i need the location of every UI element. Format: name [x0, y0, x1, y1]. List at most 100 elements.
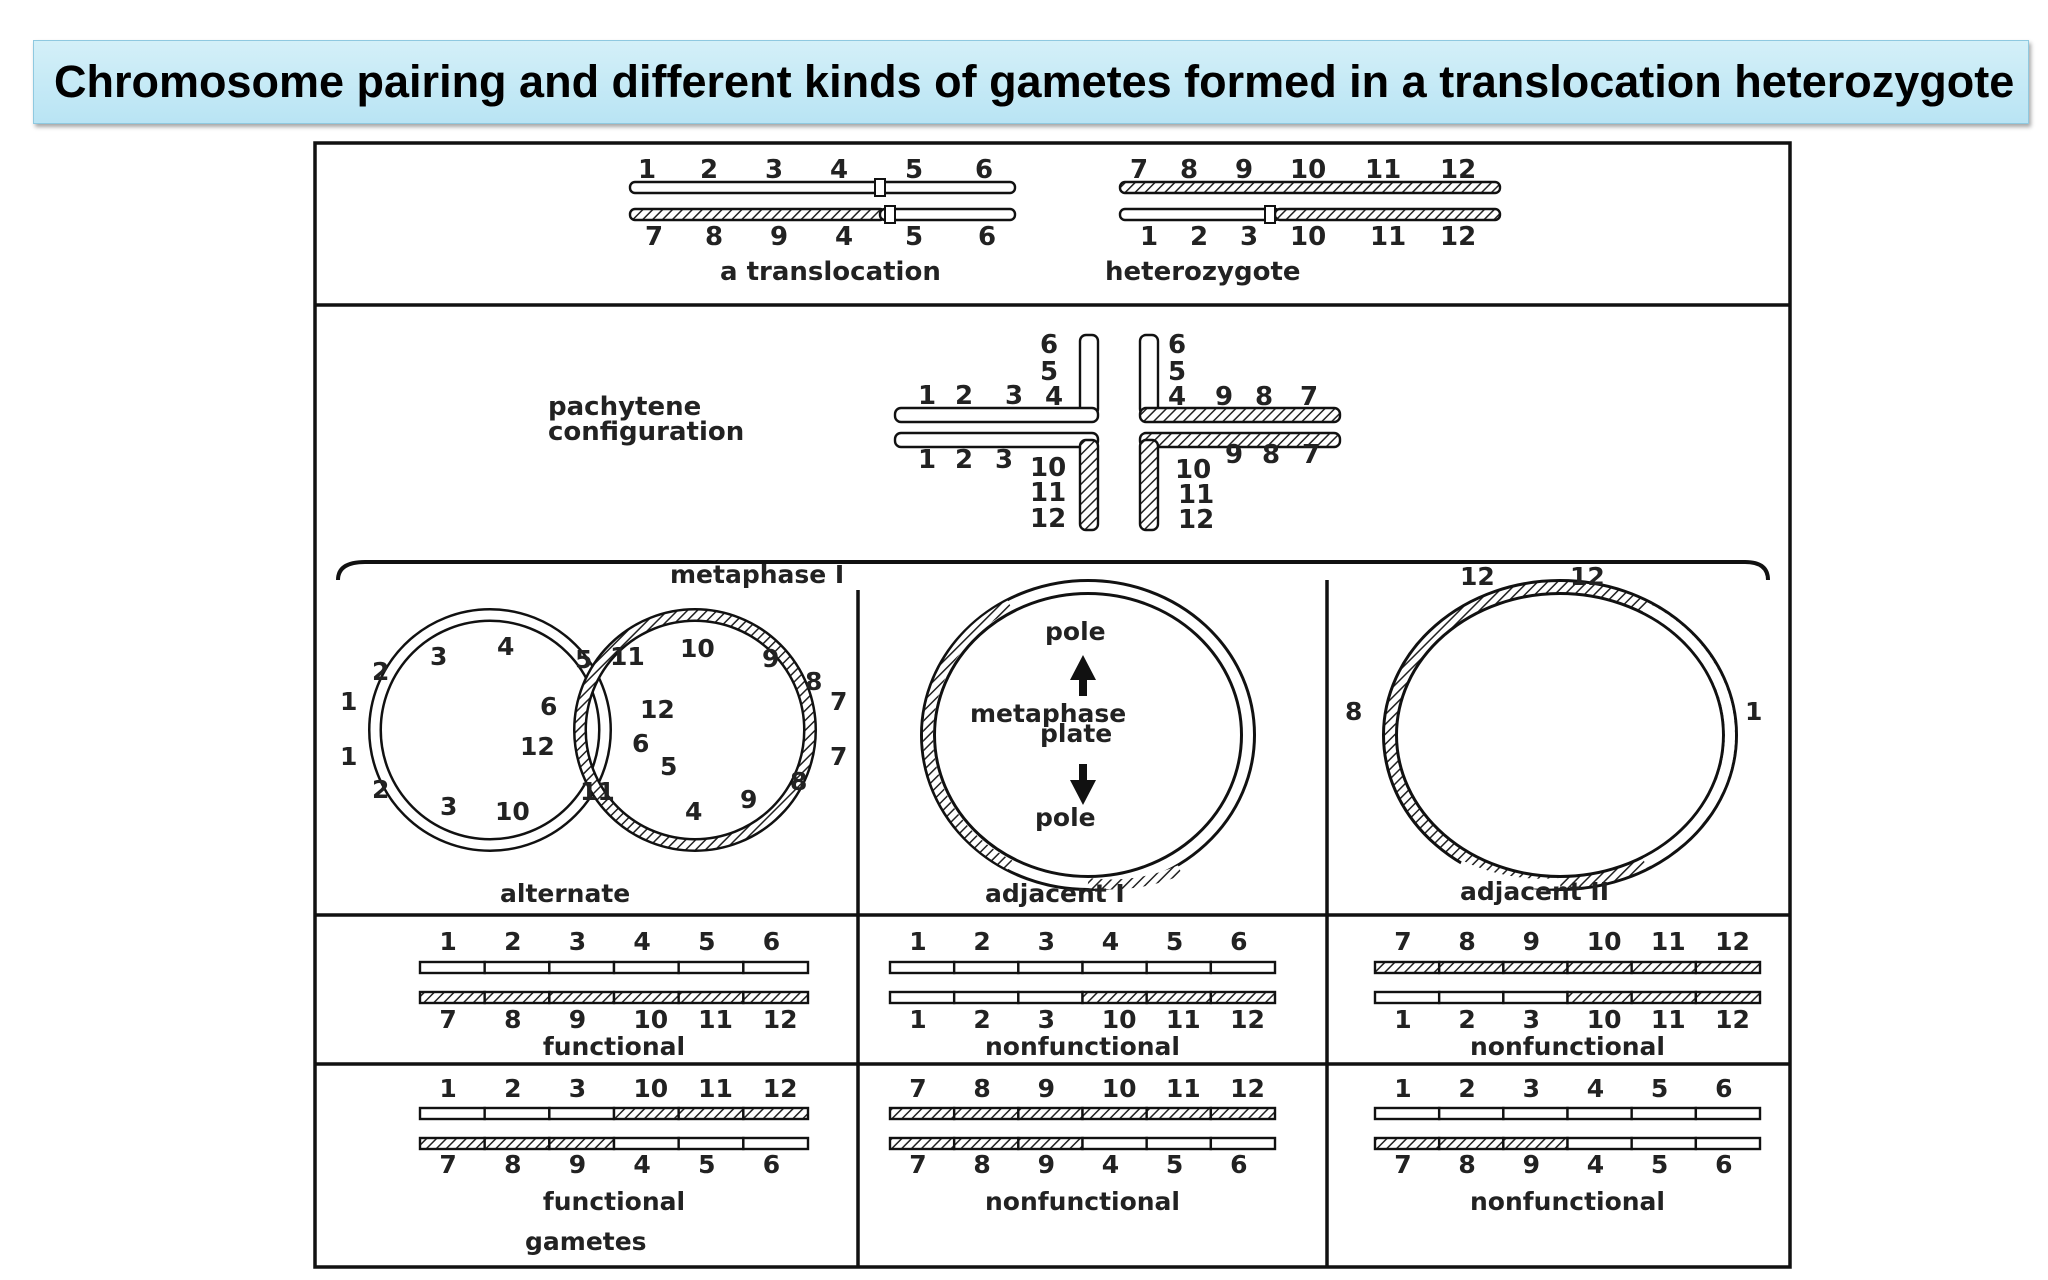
het-bot2-1: 1	[1140, 222, 1158, 252]
alt-7b: 7	[830, 742, 847, 771]
gamete-gene-label: 11	[1651, 927, 1686, 956]
adj2-12b: 12	[1570, 562, 1605, 591]
gamete-gene-label: 9	[1523, 927, 1540, 956]
gamete-gene-label: 3	[1038, 1005, 1055, 1034]
het-top-4: 4	[830, 155, 848, 185]
alt-4a: 4	[497, 632, 514, 661]
gamete-segment	[1437, 960, 1505, 975]
gamete-segment	[677, 990, 745, 1005]
pach-1b: 1	[918, 445, 936, 475]
alt-3b: 3	[440, 792, 457, 821]
gamete-gene-label: 7	[1394, 1150, 1411, 1179]
pach-11b: 11	[1178, 480, 1214, 510]
gamete-gene-label: 4	[1587, 1074, 1604, 1103]
gamete-caption: nonfunctional	[1470, 1032, 1665, 1061]
gamete-segment	[1145, 1136, 1213, 1151]
gamete-gene-label: 11	[1166, 1074, 1201, 1103]
het-bot-8: 8	[705, 222, 723, 252]
gamete-segment	[1502, 1136, 1569, 1151]
alternate-ring	[368, 608, 817, 852]
gamete-segment	[1081, 960, 1148, 975]
gamete-gene-label: 8	[504, 1005, 521, 1034]
het-top2-9: 9	[1235, 155, 1253, 185]
gamete-segment	[1630, 990, 1698, 1005]
alt-5b: 5	[660, 752, 677, 781]
gamete-gene-label: 8	[1458, 1150, 1475, 1179]
alt-1a: 1	[340, 687, 357, 716]
gamete-segment	[612, 960, 680, 975]
het-caption-a: a translocation	[720, 257, 941, 287]
gamete-gene-label: 1	[439, 1074, 456, 1103]
gamete-segment	[1502, 1106, 1569, 1121]
heterozygote-labels: 1 2 3 4 5 6 7 8 9 4 5 6 7 8 9 10 11 12 1…	[638, 155, 1476, 287]
gamete-gene-label: 9	[1038, 1074, 1055, 1103]
pach-4b: 4	[1168, 382, 1186, 412]
gamete-gene-label: 6	[763, 1150, 780, 1179]
gamete-gene-label: 10	[1587, 1005, 1622, 1034]
gamete-gene-label: 12	[763, 1074, 798, 1103]
het-top-3: 3	[765, 155, 783, 185]
gamete-gene-label: 1	[909, 927, 926, 956]
alt-8a: 8	[805, 667, 822, 696]
gamete-gene-label: 5	[1166, 1150, 1183, 1179]
gamete-gene-label: 11	[698, 1005, 733, 1034]
heterozygote-chromosomes	[628, 178, 1502, 224]
gamete-segment	[1694, 1136, 1762, 1151]
gamete-gene-label: 12	[763, 1005, 798, 1034]
gamete-segment	[742, 1106, 810, 1121]
alt-6b: 6	[632, 729, 649, 758]
gamete-gene-label: 10	[633, 1005, 668, 1034]
gamete-segment	[548, 990, 616, 1005]
gamete-segment	[1630, 1136, 1698, 1151]
gamete-segment	[952, 1136, 1020, 1151]
het-bot-9: 9	[770, 222, 788, 252]
gamete-segment	[742, 960, 810, 975]
het-top-5: 5	[905, 155, 923, 185]
gamete-gene-label: 8	[1458, 927, 1475, 956]
gamete-gene-label: 2	[504, 927, 521, 956]
alt-2b: 2	[372, 775, 389, 804]
gamete-gene-label: 3	[1523, 1074, 1540, 1103]
gamete-gene-label: 9	[1523, 1150, 1540, 1179]
gamete-segment	[483, 990, 551, 1005]
gamete-gene-label: 7	[439, 1005, 456, 1034]
gamete-gene-label: 7	[909, 1150, 926, 1179]
pach-6b: 6	[1168, 330, 1186, 360]
alt-11b: 11	[580, 777, 615, 806]
gamete-gene-label: 7	[909, 1074, 926, 1103]
pachytene-label-2: configuration	[548, 417, 744, 447]
gamete-segment	[612, 1106, 680, 1121]
het-top2-8: 8	[1180, 155, 1198, 185]
het-bot2-3: 3	[1240, 222, 1258, 252]
pole-bottom: pole	[1035, 803, 1096, 832]
pole-top: pole	[1045, 617, 1106, 646]
gamete-segment	[677, 960, 745, 975]
gamete-gene-label: 2	[1458, 1074, 1475, 1103]
gamete-segment	[1437, 1136, 1505, 1151]
pachytene-cross	[893, 333, 1342, 532]
pach-4a: 4	[1045, 382, 1063, 412]
gamete-segment	[418, 990, 486, 1005]
gamete-segment	[1017, 1136, 1084, 1151]
gamete-segment	[1209, 960, 1277, 975]
gamete-gene-label: 5	[1651, 1150, 1668, 1179]
gamete-gene-label: 10	[1102, 1074, 1137, 1103]
alt-10b: 10	[495, 797, 530, 826]
gamete-gene-label: 2	[1458, 1005, 1475, 1034]
gamete-gene-label: 12	[1715, 927, 1750, 956]
gamete-segment	[1017, 990, 1084, 1005]
alt-5a: 5	[575, 645, 592, 674]
adjacent-2-labels: 12 12 8 1 adjacent II	[1345, 562, 1762, 906]
gamete-gene-label: 12	[1230, 1005, 1265, 1034]
gamete-caption: nonfunctional	[1470, 1187, 1665, 1216]
gamete-gene-label: 3	[1523, 1005, 1540, 1034]
gamete-segment	[677, 1106, 745, 1121]
het-caption-b: heterozygote	[1105, 257, 1301, 287]
gamete-gene-label: 1	[439, 927, 456, 956]
gamete-gene-label: 9	[1038, 1150, 1055, 1179]
pach-2b: 2	[955, 445, 973, 475]
adjacent-1-ring	[920, 579, 1256, 891]
pach-2a: 2	[955, 381, 973, 411]
adj2-12a: 12	[1460, 562, 1495, 591]
